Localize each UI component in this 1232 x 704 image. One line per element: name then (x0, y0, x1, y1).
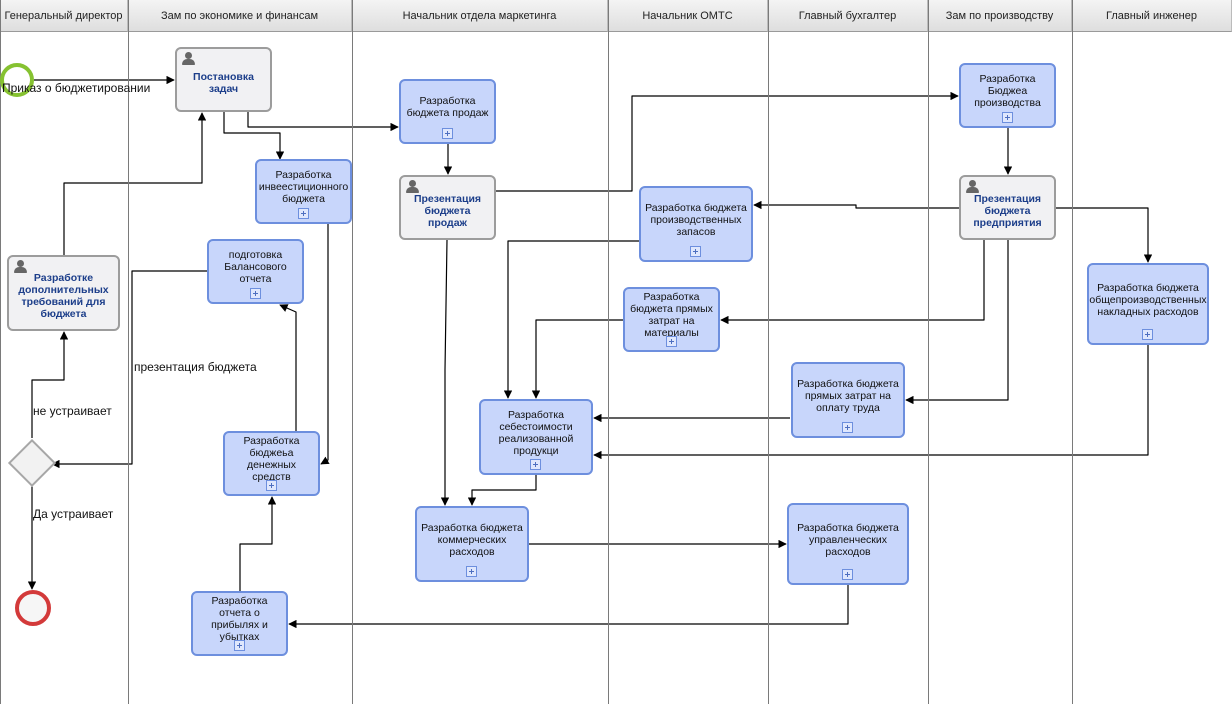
expand-icon[interactable] (297, 208, 309, 219)
user-icon (404, 179, 420, 195)
sequence-flow (753, 200, 960, 210)
sequence-flow (239, 496, 277, 591)
task-selling-expenses-budget[interactable]: Разработка бюджета коммерческих расходов (415, 506, 529, 582)
task-cost-of-goods-sold[interactable]: Разработка себестоимости реализованной п… (479, 399, 593, 475)
lane-divider (1072, 0, 1073, 704)
expand-icon[interactable] (441, 128, 453, 139)
lane-divider (608, 0, 609, 704)
sequence-flow (905, 240, 1009, 405)
lane-header-chief-accountant: Главный бухгалтер (768, 0, 928, 32)
start-event[interactable] (0, 63, 34, 97)
sequence-flow (503, 240, 639, 399)
expand-icon[interactable] (233, 640, 245, 651)
expand-icon[interactable] (265, 480, 277, 491)
task-sales-budget[interactable]: Разработка бюджета продаж (399, 79, 496, 144)
task-inventory-budget[interactable]: Разработка бюджета производственных запа… (639, 186, 753, 262)
sequence-flow (496, 91, 959, 192)
lane-header-deputy-production: Зам по производству (928, 0, 1072, 32)
lane-divider (352, 0, 353, 704)
expand-icon[interactable] (530, 459, 541, 470)
lane-divider (768, 0, 769, 704)
sequence-flow (531, 319, 623, 399)
sequence-flow (467, 475, 537, 506)
task-sales-budget-presentation[interactable]: Презентация бюджета продаж (399, 175, 496, 240)
task-investment-budget[interactable]: Разработка инвеестиционного бюджета (255, 159, 352, 224)
sequence-flow (720, 240, 985, 325)
task-balance-sheet[interactable]: подготовка Балансового отчета (207, 239, 304, 304)
lane-divider (128, 0, 129, 704)
sequence-flow (51, 270, 207, 469)
sequence-flow (247, 112, 399, 132)
task-cash-budget[interactable]: Разработка бюджеьа денежных средств (223, 431, 320, 496)
task-admin-expenses-budget[interactable]: Разработка бюджета управленческих расход… (787, 503, 909, 585)
expand-icon[interactable] (842, 569, 853, 580)
expand-icon[interactable] (1142, 329, 1153, 340)
user-icon (964, 179, 980, 195)
lane-header-general-director: Генеральный директор (0, 0, 128, 32)
sequence-flow (31, 331, 69, 438)
expand-icon[interactable] (1001, 112, 1013, 123)
sequence-flow (279, 304, 297, 431)
expand-icon[interactable] (466, 566, 477, 577)
task-set-objectives[interactable]: Постановка задач (175, 47, 272, 112)
presentation-flow-label: презентация бюджета (134, 360, 257, 374)
sequence-flow (593, 345, 1149, 460)
sequence-flow (288, 585, 849, 629)
not-satisfied-label: не устраивает (33, 404, 112, 418)
task-profit-loss-report[interactable]: Разработка отчета о прибылях и убытках (191, 591, 288, 656)
lane-header-omts-head: Начальник ОМТС (608, 0, 768, 32)
sequence-flow (223, 112, 285, 160)
sequence-flow (1056, 207, 1153, 263)
end-event[interactable] (15, 590, 51, 626)
task-additional-requirements[interactable]: Разработке дополнительных требований для… (7, 255, 120, 331)
expand-icon[interactable] (842, 422, 853, 433)
start-flow-label: Приказ о бюджетировании (2, 81, 151, 95)
task-direct-labor-budget[interactable]: Разработка бюджета прямых затрат на опла… (791, 362, 905, 438)
expand-icon[interactable] (665, 336, 677, 347)
task-production-budget[interactable]: Разработка Бюджеа производства (959, 63, 1056, 128)
lane-header-chief-engineer: Главный инженер (1072, 0, 1232, 32)
user-icon (180, 51, 196, 67)
task-company-budget-presentation[interactable]: Презентация бюджета предприятия (959, 175, 1056, 240)
sequence-flow (440, 239, 450, 506)
task-overhead-budget[interactable]: Разработка бюджета общепроизводственных … (1087, 263, 1209, 345)
expand-icon[interactable] (690, 246, 701, 257)
user-icon (12, 259, 28, 275)
task-direct-materials-budget[interactable]: Разработка бюджета прямых затрат на мате… (623, 287, 720, 352)
lane-header-deputy-economics: Зам по экономике и финансам (128, 0, 352, 32)
lane-header-marketing-head: Начальник отдела маркетинга (352, 0, 608, 32)
sequence-flow (320, 224, 330, 465)
lane-divider (0, 0, 1, 704)
sequence-flow (63, 112, 207, 255)
expand-icon[interactable] (249, 288, 261, 299)
satisfied-label: Да устраивает (33, 507, 114, 521)
lane-divider (928, 0, 929, 704)
